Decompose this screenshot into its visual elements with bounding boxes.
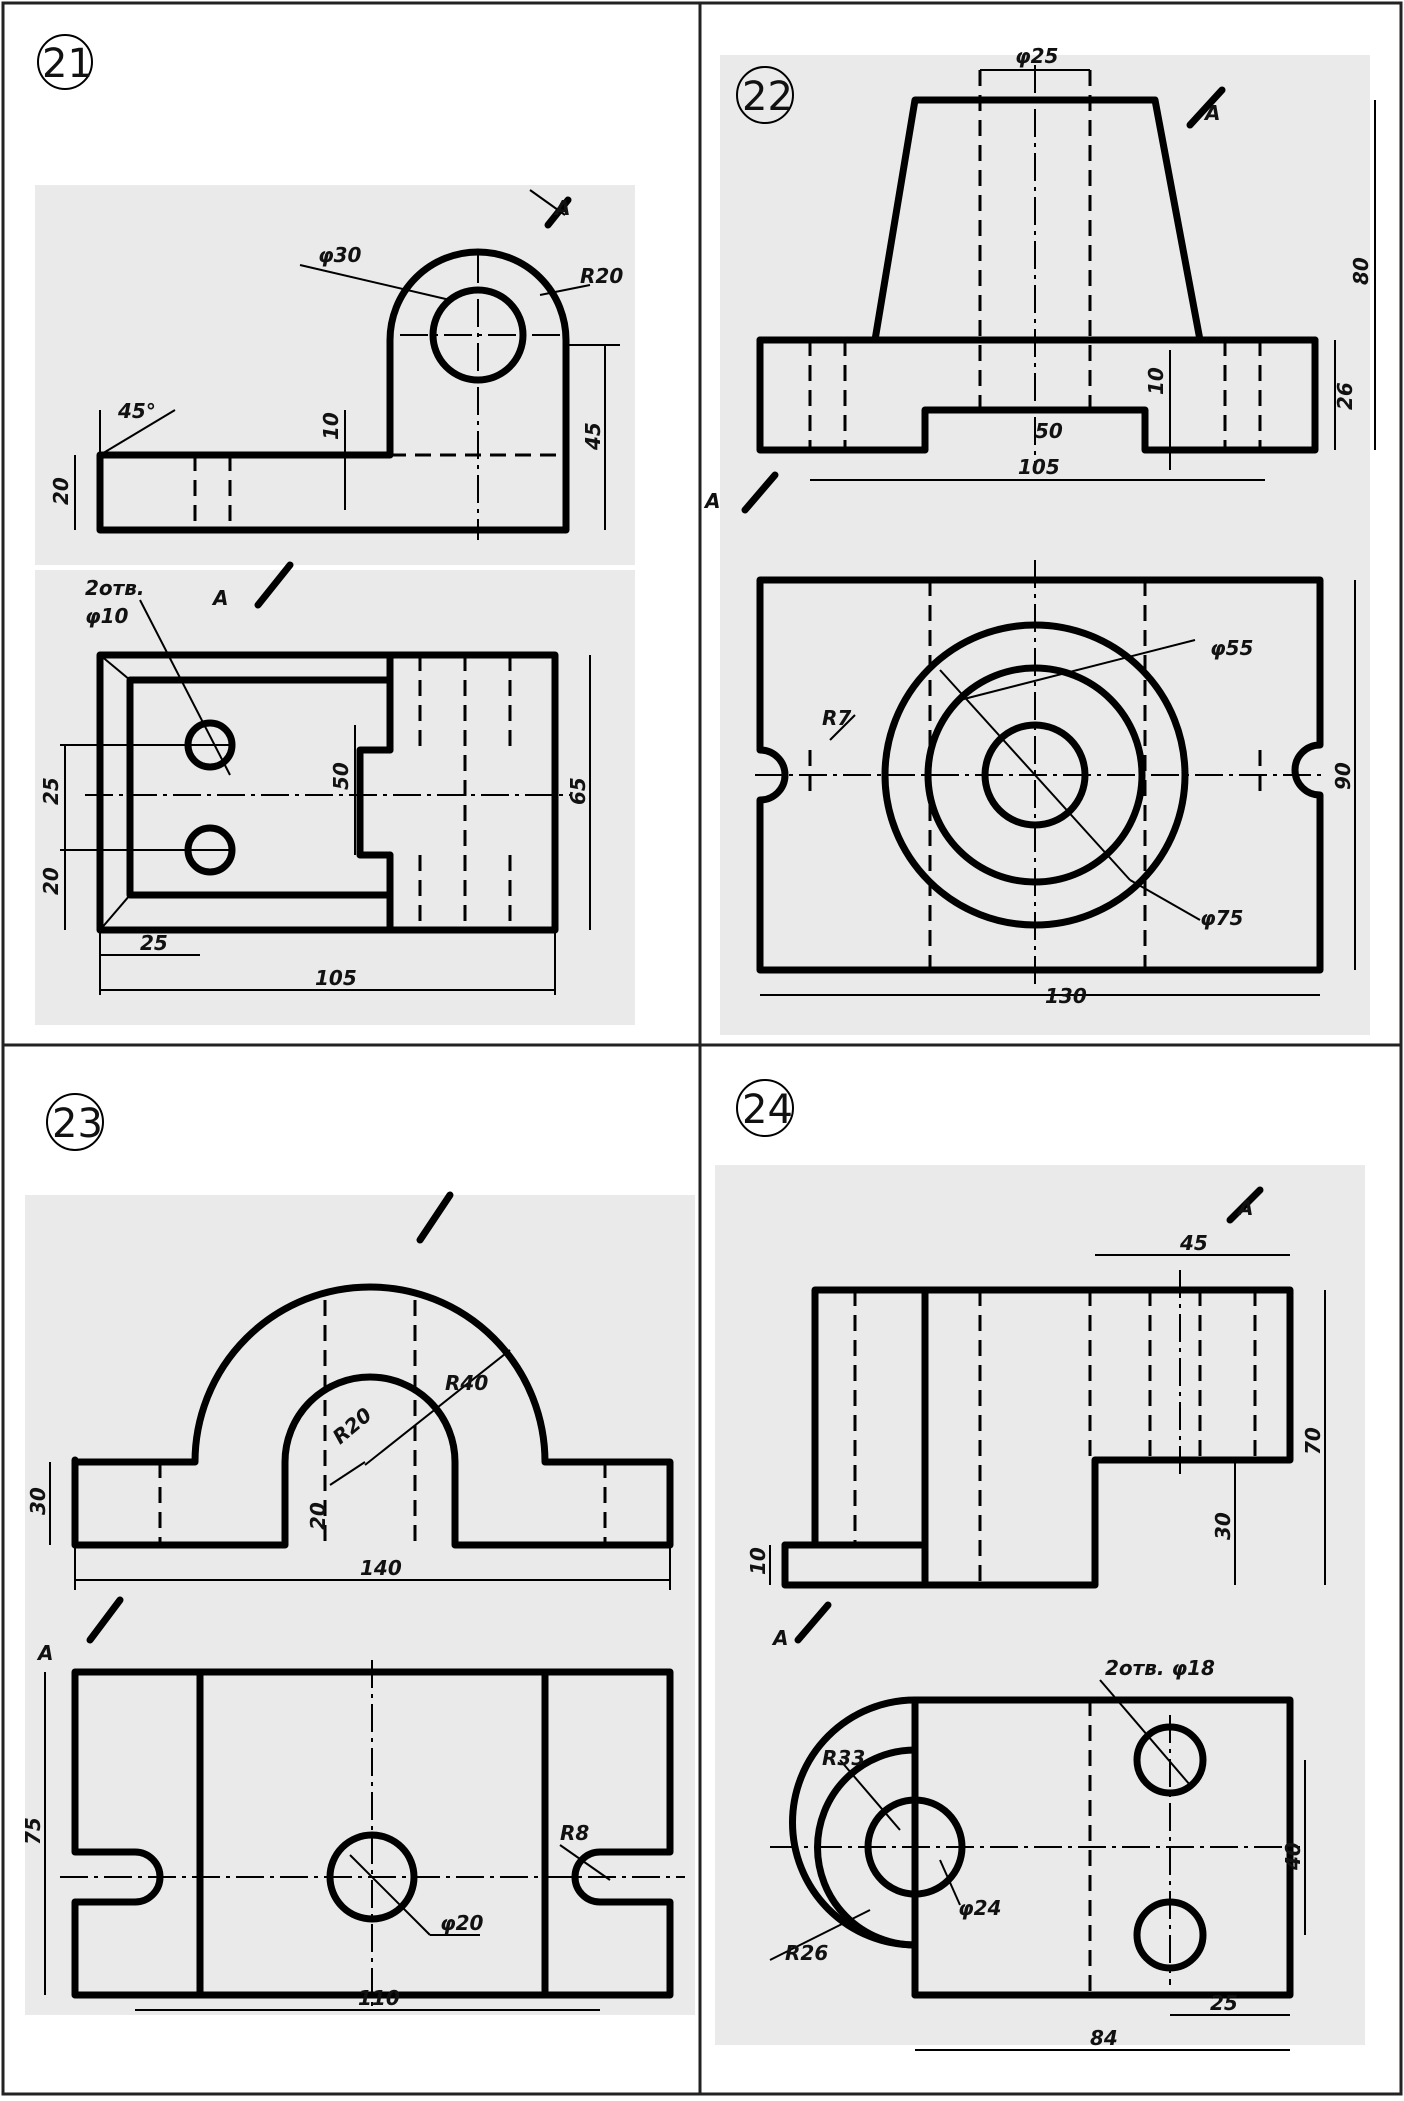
dim-label: 26 [1333,382,1357,410]
dim-label: φ30 [318,243,362,267]
dim-label: 10 [319,412,343,440]
dim-label: 20 [306,1502,330,1530]
dim-label: A [553,196,570,220]
dim-label: φ75 [1200,906,1243,930]
panel-22: 22 φ25 A 8 [703,44,1376,1008]
dim-label: A [1203,101,1220,125]
panel-21: 21 [37,34,623,995]
front-view-outline-21 [96,248,570,534]
dim-label: 45 [581,422,605,451]
dim-label: 25 [39,777,63,805]
dim-label: 105 [315,966,357,990]
dim-label: 70 [1301,1427,1325,1455]
dim-label: 80 [1349,257,1373,285]
dim-label: A [703,489,720,513]
dim-label: A [36,1641,53,1665]
dim-label: φ20 [440,1911,484,1935]
section-arrow-21-bottom [254,561,294,609]
dim-label: R8 [560,1821,589,1845]
panel-23: 23 R40 R20 30 20 140 A R8 [21,1093,685,2011]
section-arrow-23-top [416,1191,454,1244]
dim-label: 65 [566,777,590,805]
dim-label: 30 [26,1487,50,1515]
dim-label: φ55 [1210,636,1253,660]
section-arrow-22-bottom [741,471,779,514]
dim-label: R20 [580,264,623,288]
dim-label: 45 [1179,1231,1208,1255]
panel-number-circle [736,1079,794,1137]
dim-label: 2отв. φ18 [1105,1656,1215,1680]
dim-label: 90 [1331,762,1355,790]
section-arrow-23-bottom [86,1596,124,1644]
dim-label: 50 [329,762,353,790]
print-noise [25,55,1370,2045]
top-view-outline-23 [71,1668,674,1999]
section-arrow-24-top [1226,1186,1264,1224]
dim-label: 84 [1090,2026,1118,2050]
dim-label: φ25 [1015,44,1058,68]
panel-number-circle [37,34,93,90]
dim-label: 10 [746,1547,770,1575]
dim-label: R33 [822,1746,865,1770]
dim-label: φ24 [958,1896,1001,1920]
dim-label: 20 [39,867,63,895]
dim-label: 105 [1018,455,1060,479]
dim-label: 40 [1281,1842,1305,1871]
dim-label: 75 [21,1817,45,1845]
dim-label: 25 [140,931,168,955]
section-arrow-24-bottom [794,1601,832,1644]
panel-number: 23 [52,1101,103,1147]
panel-number: 24 [742,1087,793,1133]
dim-label: 2отв. [85,576,145,600]
dim-label: 20 [49,477,73,505]
top-view-outline-22 [756,576,1324,974]
section-arrow-22-top [1186,86,1226,129]
dim-label: 45° [117,399,156,423]
panel-number: 21 [42,41,93,87]
dim-label: 110 [358,1986,400,2010]
dim-label: 140 [360,1556,402,1580]
dim-label: R40 [445,1371,488,1395]
dim-label: 25 [1210,1991,1238,2015]
dim-label: R26 [785,1941,828,1965]
panel-number: 22 [742,74,793,120]
dim-label: 50 [1035,419,1063,443]
dim-label: A [771,1626,788,1650]
dim-label: 10 [1144,367,1168,395]
dim-label: A [1236,1196,1253,1220]
dim-label: 30 [1211,1512,1235,1540]
panel-number-circle [736,66,794,124]
panel-number-circle [46,1093,104,1151]
panel-24: 24 A 45 70 [736,1079,1326,2051]
dim-label: R7 [822,706,851,730]
dim-label: A [211,586,228,610]
dim-label: φ10 [85,604,129,628]
section-arrow-21-top [544,196,572,229]
front-view-outline-23b [71,1283,674,1549]
dim-label: 130 [1045,984,1087,1008]
